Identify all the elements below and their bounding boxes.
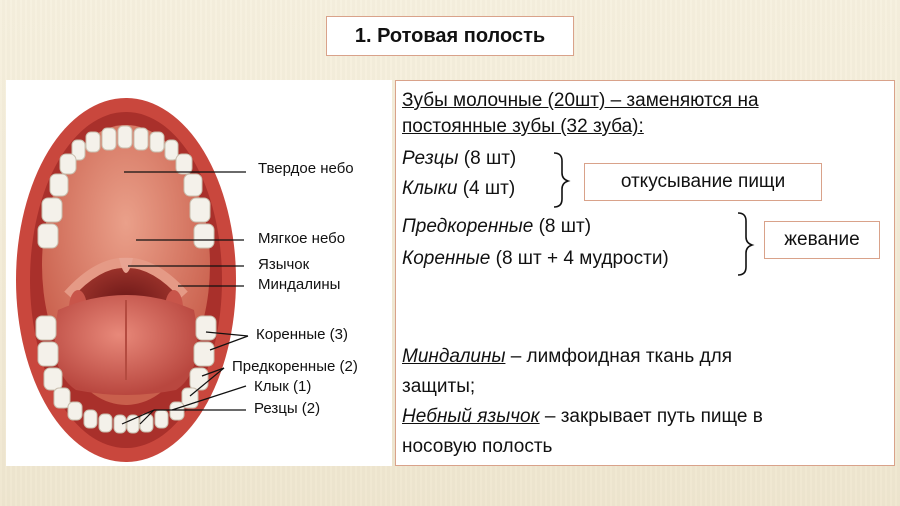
function-chewing: жевание [764, 221, 880, 259]
label-uvula: Язычок [258, 256, 310, 273]
canines-line: Клыки (4 шт) [402, 177, 515, 201]
function-biting: откусывание пищи [584, 163, 822, 201]
uvula-line-2: носовую полость [402, 436, 553, 457]
slide-title: 1. Ротовая полость [326, 16, 574, 56]
label-canine: Клык (1) [254, 378, 312, 395]
text-panel: Зубы молочные (20шт) – заменяются на пос… [395, 80, 895, 466]
label-hard-palate: Твердое небо [258, 160, 354, 177]
lower-teeth [35, 315, 217, 434]
incisors-line: Резцы (8 шт) [402, 147, 516, 171]
brace-biting [553, 152, 571, 208]
mouth-diagram-panel: Твердое небо Мягкое небо Язычок Миндалин… [6, 80, 392, 466]
incisors-count: (8 шт) [458, 148, 517, 169]
canines-name: Клыки [402, 178, 458, 199]
premolars-name: Предкоренные [402, 216, 534, 237]
premolars-line: Предкоренные (8 шт) [402, 215, 591, 239]
teeth-intro-line-1: Зубы молочные (20шт) – заменяются на [402, 90, 759, 111]
label-tonsils: Миндалины [258, 276, 341, 293]
molars-count: (8 шт + 4 мудрости) [490, 248, 669, 269]
open-mouth-illustration [16, 98, 249, 462]
premolars-count: (8 шт) [533, 216, 592, 237]
canines-count: (4 шт) [457, 178, 516, 199]
tonsils-term: Миндалины [402, 346, 506, 367]
brace-chewing [737, 212, 755, 276]
tonsils-line-1: Миндалины – лимфоидная ткань для [402, 345, 732, 369]
leader-lines [121, 171, 249, 425]
upper-teeth [37, 125, 215, 249]
uvula-shape [119, 258, 133, 273]
label-soft-palate: Мягкое небо [258, 230, 346, 247]
incisors-name: Резцы [402, 148, 459, 169]
uvula-line-1: Небный язычок – закрывает путь пище в [402, 405, 763, 429]
label-incisors: Резцы (2) [254, 400, 321, 417]
label-molars: Коренные (3) [256, 326, 348, 343]
molars-line: Коренные (8 шт + 4 мудрости) [402, 247, 669, 271]
uvula-def: – закрывает путь пище в [539, 406, 763, 427]
uvula-term: Небный язычок [402, 406, 540, 427]
tonsils-def: – лимфоидная ткань для [505, 346, 732, 367]
teeth-intro-line-2: постоянные зубы (32 зуба): [402, 116, 644, 137]
molars-name: Коренные [402, 248, 491, 269]
tonsils-line-2: защиты; [402, 376, 476, 397]
label-premolars: Предкоренные (2) [232, 358, 358, 375]
